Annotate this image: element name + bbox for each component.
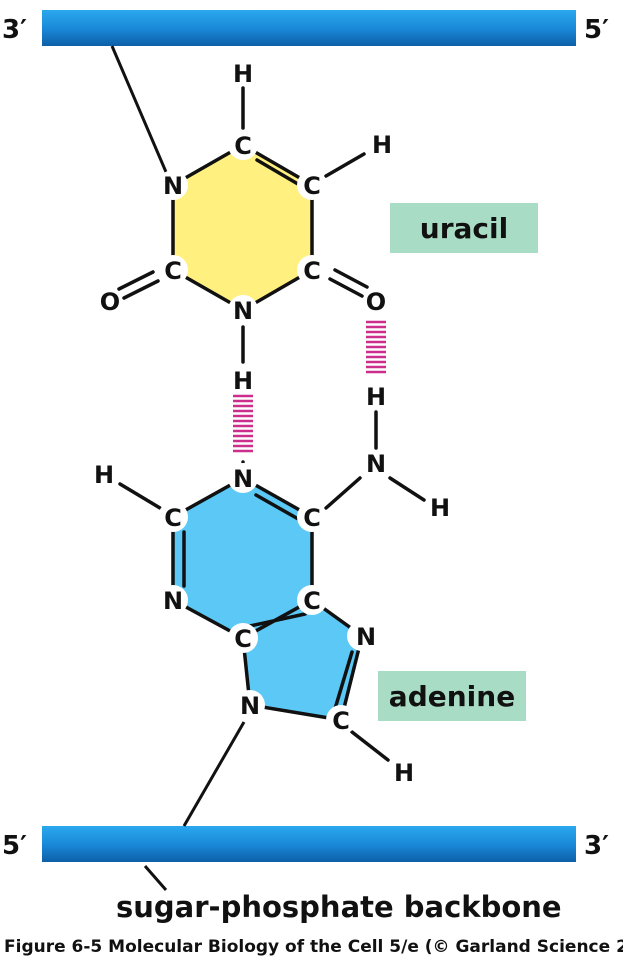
adenine-label: adenine bbox=[389, 680, 515, 713]
adenine-atom-h-c2: H bbox=[94, 461, 114, 489]
hydrogen-bond-2 bbox=[366, 320, 386, 374]
uracil-label: uracil bbox=[420, 212, 508, 245]
uracil-atom-o-right: O bbox=[366, 288, 386, 316]
adenine-atom-c8: C bbox=[332, 707, 350, 735]
uracil-atom-n1: N bbox=[163, 172, 183, 200]
uracil-label-box bbox=[390, 203, 538, 253]
adenine-atom-c5: C bbox=[303, 587, 321, 615]
backbone-label: sugar-phosphate backbone bbox=[116, 890, 562, 924]
uracil-atom-c5: C bbox=[303, 172, 321, 200]
adenine-atom-n-amino: N bbox=[366, 450, 386, 478]
uracil-atom-c4: C bbox=[303, 257, 321, 285]
bottom-strand-left-end: 5′ bbox=[2, 831, 27, 861]
adenine-atom-c4: C bbox=[234, 625, 252, 653]
uracil-ring bbox=[171, 142, 314, 313]
uracil-atom-h-n3: H bbox=[233, 367, 253, 395]
top-backbone-strand bbox=[42, 10, 576, 46]
adenine-backbone-link bbox=[182, 721, 246, 827]
figure-caption: Figure 6-5 Molecular Biology of the Cell… bbox=[4, 937, 623, 957]
hydrogen-bond-1 bbox=[233, 394, 253, 453]
bottom-strand-right-end: 3′ bbox=[584, 831, 609, 861]
uracil-atom-n3: N bbox=[233, 297, 253, 325]
backbone-label-leader bbox=[143, 865, 168, 891]
top-strand-right-end: 5′ bbox=[584, 15, 609, 45]
uracil-backbone-link bbox=[110, 45, 168, 173]
uracil-atom-h-right: H bbox=[372, 131, 392, 159]
adenine-atom-n1: N bbox=[233, 465, 253, 493]
uracil-atoms: H C H C N C C O O N H bbox=[100, 60, 392, 395]
adenine-atom-h-amino-right: H bbox=[430, 494, 450, 522]
adenine-atom-n9: N bbox=[240, 692, 260, 720]
uracil-atom-c2: C bbox=[164, 257, 182, 285]
adenine-atoms: N H C C N H H N C C N N C H bbox=[94, 383, 450, 787]
adenine-atom-c2: C bbox=[164, 504, 182, 532]
uracil-atom-h-top: H bbox=[233, 60, 253, 88]
top-strand-left-end: 3′ bbox=[2, 15, 27, 45]
uracil-atom-o-left: O bbox=[100, 288, 120, 316]
adenine-label-box bbox=[378, 671, 526, 721]
bottom-backbone-strand bbox=[42, 826, 576, 862]
uracil-atom-c6: C bbox=[234, 132, 252, 160]
adenine-atom-n7: N bbox=[356, 623, 376, 651]
adenine-atom-c6: C bbox=[303, 504, 321, 532]
adenine-atom-n3: N bbox=[163, 587, 183, 615]
adenine-atom-h-amino-top: H bbox=[366, 383, 386, 411]
adenine-atom-h-c8: H bbox=[394, 759, 414, 787]
